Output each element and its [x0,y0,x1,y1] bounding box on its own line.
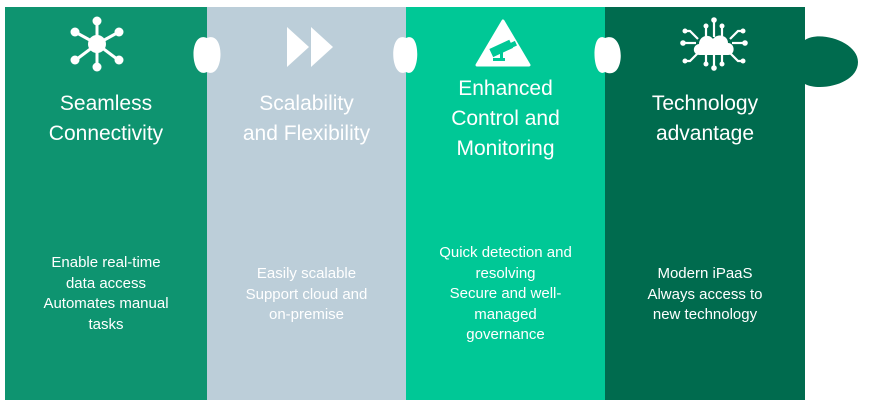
piece-1-title-line: Connectivity [48,122,164,145]
fast-forward-icon [285,25,337,69]
piece-2-body-line: Support cloud and [245,285,368,303]
piece-1-body-line: tasks [88,315,124,333]
cloud-circuit-icon [678,15,750,73]
piece-3-body: Quick detection and resolving Secure and… [406,243,605,346]
piece-3-body-line: Secure and well- [449,285,562,302]
piece-2-title-line: and Flexibility [242,122,371,145]
piece-1-body-line: data access [65,274,147,292]
puzzle-piece-2 [207,7,406,400]
piece-4-body-line: Modern iPaaS [657,265,753,282]
piece-3-title-line: Enhanced [458,77,553,100]
piece-1-body-line: Automates manual [43,295,169,312]
piece-3-title-line: Monitoring [456,137,555,160]
piece-1-body-line: Enable real-time [51,254,161,271]
piece-1-title: Seamless Connectivity [5,89,207,149]
piece-3-title-line: Control and [451,107,560,130]
piece-2-body-line: Easily scalable [256,265,357,282]
piece-4-title-line: Technology [651,92,759,115]
piece-3-body-line: resolving [475,264,536,282]
piece-3-title: Enhanced Control and Monitoring [406,74,605,164]
puzzle-piece-1 [5,7,207,400]
piece-4-body: Modern iPaaS Always access to new techno… [605,264,805,326]
piece-3-body-line: managed [474,305,537,323]
piece-2-title: Scalability and Flexibility [207,89,406,149]
piece-3-body-line: Quick detection and [439,244,572,261]
piece-4-body-line: new technology [652,306,758,323]
piece-3-body-line: governance [466,326,545,343]
piece-1-body: Enable real-time data access Automates m… [5,253,207,335]
piece-2-title-line: Scalability [259,92,354,115]
piece-2-body-line: on-premise [268,306,345,323]
piece-4-title: Technology advantage [605,89,805,149]
piece-1-title-line: Seamless [59,92,153,115]
piece-2-body: Easily scalable Support cloud and on-pre… [207,264,406,326]
surveillance-camera-warning-icon [474,18,532,68]
piece-4-body-line: Always access to [647,285,763,303]
network-hub-icon [66,16,128,72]
puzzle-piece-3 [406,7,605,400]
puzzle-piece-4 [605,7,858,400]
piece-4-title-line: advantage [655,122,755,145]
